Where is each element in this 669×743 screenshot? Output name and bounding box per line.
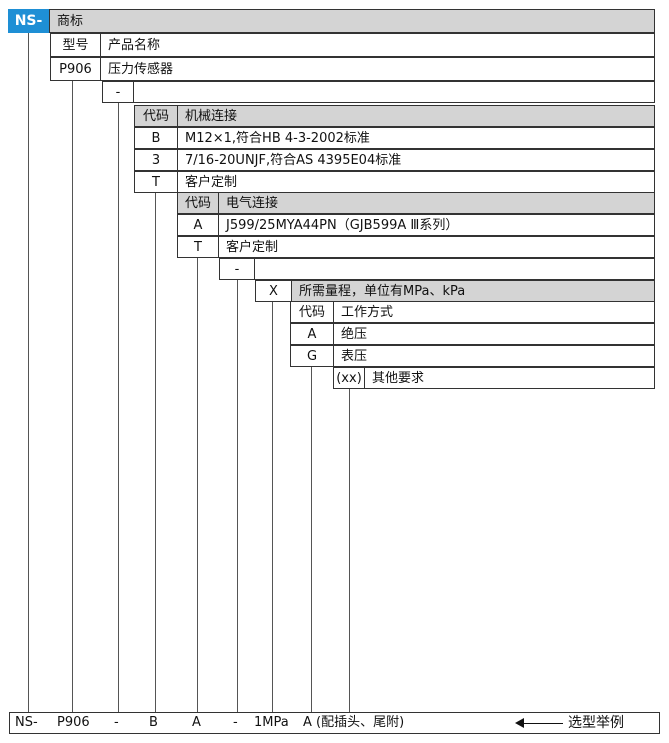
connector-line-model bbox=[72, 81, 73, 712]
example-electrical: A bbox=[192, 715, 201, 730]
model-code: P906 bbox=[50, 57, 101, 81]
mechanical-option-code: T bbox=[134, 171, 178, 193]
example-dash-1: - bbox=[114, 715, 119, 730]
range-code: X bbox=[255, 280, 292, 302]
connector-line-mechanical bbox=[155, 193, 156, 712]
connector-line-brand bbox=[28, 33, 29, 712]
example-model: P906 bbox=[57, 715, 90, 730]
connector-line-mode bbox=[311, 367, 312, 712]
connector-line-range bbox=[272, 301, 273, 712]
mechanical-title: 机械连接 bbox=[177, 105, 655, 127]
separator-dash-2: - bbox=[219, 258, 255, 280]
example-range: 1MPa bbox=[254, 715, 289, 730]
product-name: 压力传感器 bbox=[100, 57, 655, 81]
electrical-option-desc: 客户定制 bbox=[218, 236, 655, 258]
example-brand: NS- bbox=[15, 715, 38, 730]
mode-title: 工作方式 bbox=[333, 301, 655, 323]
electrical-option-desc: J599/25MYA44PN（GJB599A Ⅲ系列） bbox=[218, 214, 655, 236]
electrical-option-code: T bbox=[177, 236, 219, 258]
mechanical-option-desc: 7/16-20UNJF,符合AS 4395E04标准 bbox=[177, 149, 655, 171]
connector-line-electrical bbox=[197, 257, 198, 712]
mechanical-code-header: 代码 bbox=[134, 105, 178, 127]
other-desc: 其他要求 bbox=[364, 367, 655, 389]
connector-line-other bbox=[349, 389, 350, 712]
mode-option-code: G bbox=[290, 345, 334, 367]
electrical-title: 电气连接 bbox=[218, 192, 655, 214]
example-caption: 选型举例 bbox=[568, 715, 624, 731]
separator-dash-1: - bbox=[102, 81, 134, 103]
connector-line-separator-1 bbox=[118, 103, 119, 712]
mechanical-option-code: B bbox=[134, 127, 178, 149]
arrow-shaft bbox=[521, 723, 563, 724]
separator-row-1 bbox=[133, 81, 655, 103]
other-code: (xx) bbox=[333, 367, 365, 389]
model-header: 型号 bbox=[50, 33, 101, 57]
example-mechanical: B bbox=[149, 715, 158, 730]
mechanical-option-desc: M12×1,符合HB 4-3-2002标准 bbox=[177, 127, 655, 149]
mode-option-desc: 表压 bbox=[333, 345, 655, 367]
product-name-header: 产品名称 bbox=[100, 33, 655, 57]
brand-label: 商标 bbox=[49, 9, 655, 33]
electrical-code-header: 代码 bbox=[177, 192, 219, 214]
example-row bbox=[9, 712, 660, 734]
mechanical-option-desc: 客户定制 bbox=[177, 171, 655, 193]
mode-option-desc: 绝压 bbox=[333, 323, 655, 345]
mechanical-option-code: 3 bbox=[134, 149, 178, 171]
connector-line-separator-2 bbox=[237, 280, 238, 712]
electrical-option-code: A bbox=[177, 214, 219, 236]
brand-code: NS- bbox=[8, 9, 49, 33]
example-dash-2: - bbox=[233, 715, 238, 730]
example-mode-other: A (配插头、尾附) bbox=[303, 715, 405, 730]
mode-code-header: 代码 bbox=[290, 301, 334, 323]
separator-row-2 bbox=[254, 258, 655, 280]
mode-option-code: A bbox=[290, 323, 334, 345]
range-desc: 所需量程，单位有MPa、kPa bbox=[291, 280, 655, 302]
arrow-left-icon bbox=[515, 718, 524, 728]
